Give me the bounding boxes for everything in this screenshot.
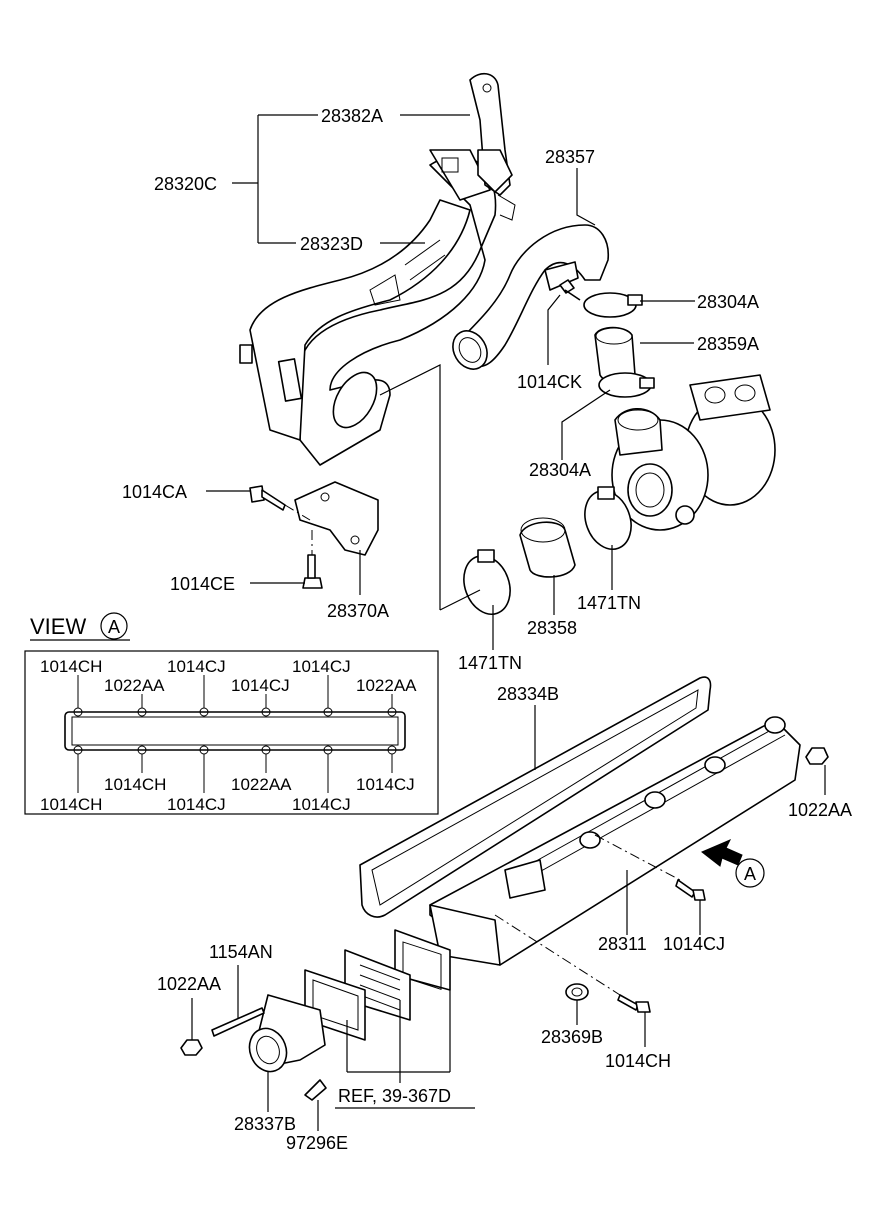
bolt-1014CJ-right <box>675 879 706 901</box>
view-label: 1014CJ <box>292 795 351 814</box>
bolt-1014CA <box>249 485 286 511</box>
label-28323D: 28323D <box>300 234 363 254</box>
label-1471TN-right: 1471TN <box>577 593 641 613</box>
hose-28358 <box>519 517 576 578</box>
view-label: 1014CJ <box>167 795 226 814</box>
label-1471TN-left: 1471TN <box>458 653 522 673</box>
view-circle-letter: A <box>108 617 120 637</box>
label-28320C: 28320C <box>154 174 217 194</box>
label-1014CA: 1014CA <box>122 482 187 502</box>
washer-28369B <box>565 983 589 1001</box>
label-1014CE: 1014CE <box>170 574 235 594</box>
view-label: 1022AA <box>231 775 292 794</box>
view-label: 1014CH <box>104 775 166 794</box>
label-28357: 28357 <box>545 147 595 167</box>
label-arrow-a: A <box>744 864 756 884</box>
view-a-panel <box>24 650 439 815</box>
view-label: 1014CH <box>40 795 102 814</box>
label-1154AN: 1154AN <box>209 942 273 962</box>
label-28369B: 28369B <box>541 1027 603 1047</box>
label-28358: 28358 <box>527 618 577 638</box>
bracket-28370A <box>294 481 379 556</box>
label-28382A: 28382A <box>321 106 383 126</box>
nut-1022AA-right <box>805 747 829 765</box>
view-label: 1014CJ <box>356 775 415 794</box>
bolt-1014CE <box>302 554 323 589</box>
label-1022AA-right: 1022AA <box>788 800 852 820</box>
view-label: 1014CJ <box>292 657 351 676</box>
part-labels: 28382A 28320C 28323D 28357 28304A 28359A… <box>122 106 852 1153</box>
label-1014CJ-right: 1014CJ <box>663 934 725 954</box>
label-28311: 28311 <box>598 934 647 954</box>
label-97296E: 97296E <box>286 1133 348 1153</box>
label-28337B: 28337B <box>234 1114 296 1134</box>
bolt-1014CH-bottom <box>617 994 651 1013</box>
clamp-1471TN-left <box>463 549 511 615</box>
nut-1022AA-left <box>180 1039 203 1056</box>
view-label: 1014CJ <box>167 657 226 676</box>
clamp-1471TN-right <box>584 486 632 550</box>
pipe-28357 <box>452 224 610 370</box>
label-1014CH-bottom: 1014CH <box>605 1051 671 1071</box>
clip-97296E <box>304 1079 327 1101</box>
label-1022AA-left: 1022AA <box>157 974 221 994</box>
bolt-1014CK <box>559 279 581 301</box>
view-label: 1022AA <box>356 676 417 695</box>
clamp-28304A-lower <box>598 372 655 398</box>
label-28304A-lower: 28304A <box>529 460 591 480</box>
turbocharger <box>611 374 776 531</box>
label-28370A: 28370A <box>327 601 389 621</box>
leader-lines <box>191 114 826 1131</box>
label-28304A-upper: 28304A <box>697 292 759 312</box>
view-label: 1014CJ <box>231 676 290 695</box>
label-1014CK: 1014CK <box>517 372 582 392</box>
view-a-labels: VIEW A 1014CH 1014CJ 1014CJ 1022AA 1014C… <box>30 612 417 814</box>
view-title: VIEW <box>30 614 86 639</box>
label-28359A: 28359A <box>697 334 759 354</box>
elbow-28337B <box>248 994 326 1073</box>
heater-plates <box>304 929 451 1041</box>
intake-pipe-28320C <box>239 149 497 466</box>
stud-1154AN <box>211 1007 265 1037</box>
view-circle <box>100 612 128 640</box>
label-28334B: 28334B <box>497 684 559 704</box>
sensor-28382A <box>469 72 516 221</box>
label-ref: REF, 39-367D <box>338 1086 451 1106</box>
view-label: 1022AA <box>104 676 165 695</box>
gasket-28334B <box>359 676 712 918</box>
view-label: 1014CH <box>40 657 102 676</box>
view-arrow <box>701 839 765 888</box>
clamp-28304A-upper <box>583 292 643 318</box>
